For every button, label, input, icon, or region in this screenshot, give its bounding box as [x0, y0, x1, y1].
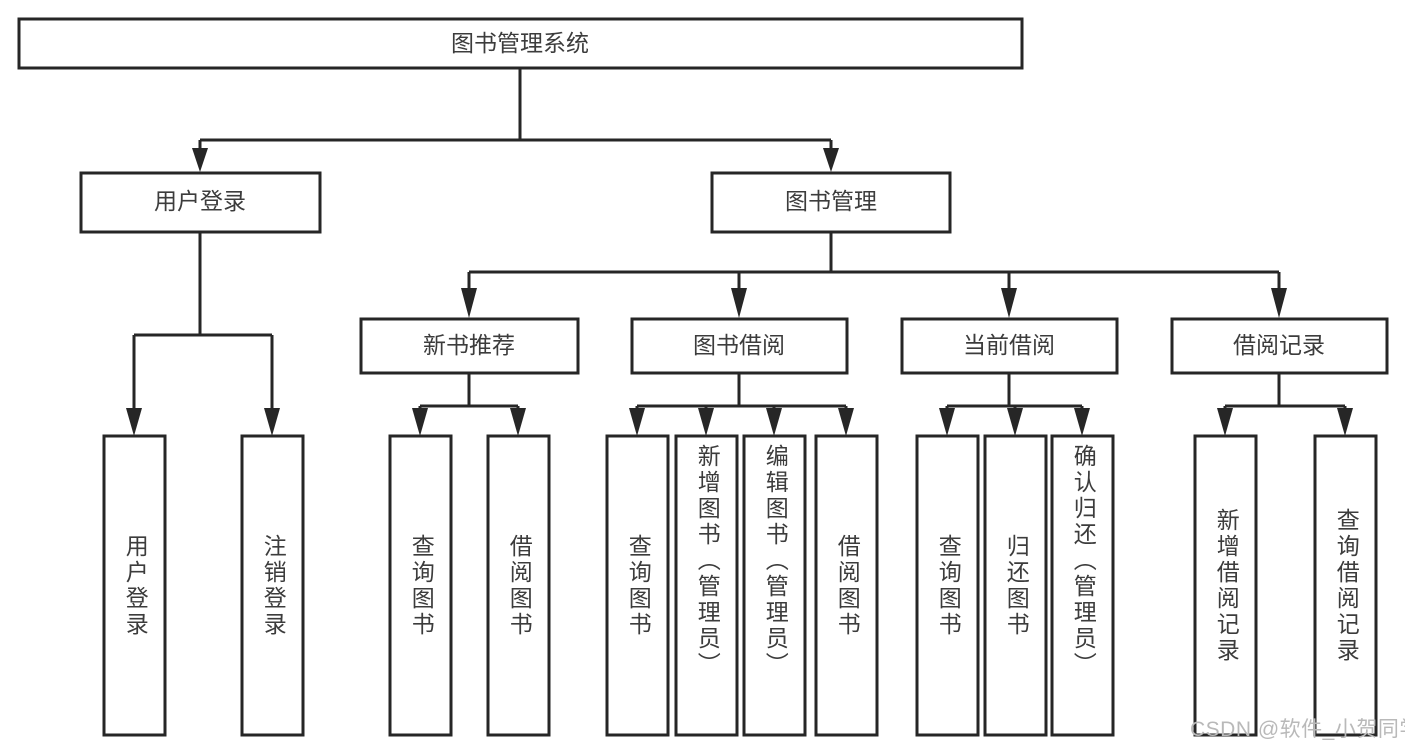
arrow-bookmanage-l2-1 [461, 288, 477, 318]
leaf-box-add-book-admin[interactable] [674, 434, 739, 737]
arrow-root-to-user-login [192, 148, 208, 172]
arrow-borrow-leaf-4 [838, 408, 854, 436]
leaf-box-query-book-current[interactable] [915, 434, 980, 737]
arrow-newbook-leaf-2 [510, 408, 526, 436]
arrow-current-leaf-1 [939, 408, 955, 436]
arrow-current-leaf-2 [1007, 408, 1023, 436]
arrow-newbook-leaf-1 [412, 408, 428, 436]
arrow-current-leaf-3 [1074, 408, 1090, 436]
leaf-box-logout[interactable] [240, 434, 305, 737]
arrow-bookmanage-l2-3 [1001, 288, 1017, 318]
node-book-borrow-label: 图书借阅 [693, 332, 785, 358]
node-borrow-record-label: 借阅记录 [1233, 332, 1325, 358]
arrow-record-leaf-2 [1337, 408, 1353, 436]
arrow-root-to-book-manage [823, 148, 839, 172]
arrow-record-leaf-1 [1217, 408, 1233, 436]
arrow-userlogin-leaf-1 [126, 408, 142, 436]
node-book-manage-box[interactable] [710, 171, 952, 234]
node-borrow-record-box[interactable] [1170, 317, 1389, 375]
node-user-login-label: 用户登录 [154, 188, 246, 214]
node-book-manage-label: 图书管理 [785, 188, 877, 214]
leaf-box-query-book-rec[interactable] [388, 434, 453, 737]
arrow-borrow-leaf-3 [766, 408, 782, 436]
arrow-borrow-leaf-1 [629, 408, 645, 436]
node-new-book-rec-box[interactable] [359, 317, 580, 375]
leaf-box-edit-book-admin[interactable] [742, 434, 807, 737]
leaf-box-query-borrow-record[interactable] [1313, 434, 1378, 737]
connector-layer [126, 68, 1353, 436]
node-current-borrow-box[interactable] [900, 317, 1119, 375]
leaf-box-borrow-book[interactable] [814, 434, 879, 737]
arrow-bookmanage-l2-2 [731, 288, 747, 318]
arrow-userlogin-leaf-2 [264, 408, 280, 436]
leaf-box-user-login[interactable] [102, 434, 167, 737]
csdn-watermark: CSDN @软件_小贺同学 [1190, 718, 1405, 741]
node-root-label: 图书管理系统 [451, 30, 589, 56]
arrow-bookmanage-l2-4 [1271, 288, 1287, 318]
node-current-borrow-label: 当前借阅 [963, 332, 1055, 358]
node-layer: 图书管理系统 用户登录 图书管理 新书推荐 图书借阅 当前借阅 借阅记录 [17, 17, 1389, 737]
arrow-borrow-leaf-2 [698, 408, 714, 436]
node-book-borrow-box[interactable] [630, 317, 849, 375]
leaf-box-return-book[interactable] [983, 434, 1048, 737]
node-user-login-box[interactable] [79, 171, 322, 234]
leaf-box-borrow-book-rec[interactable] [486, 434, 551, 737]
leaf-box-confirm-return-admin[interactable] [1050, 434, 1115, 737]
node-new-book-rec-label: 新书推荐 [423, 332, 515, 358]
node-root-box[interactable] [17, 17, 1024, 70]
leaf-box-add-borrow-record[interactable] [1193, 434, 1258, 737]
leaf-box-query-book-borrow[interactable] [605, 434, 670, 737]
